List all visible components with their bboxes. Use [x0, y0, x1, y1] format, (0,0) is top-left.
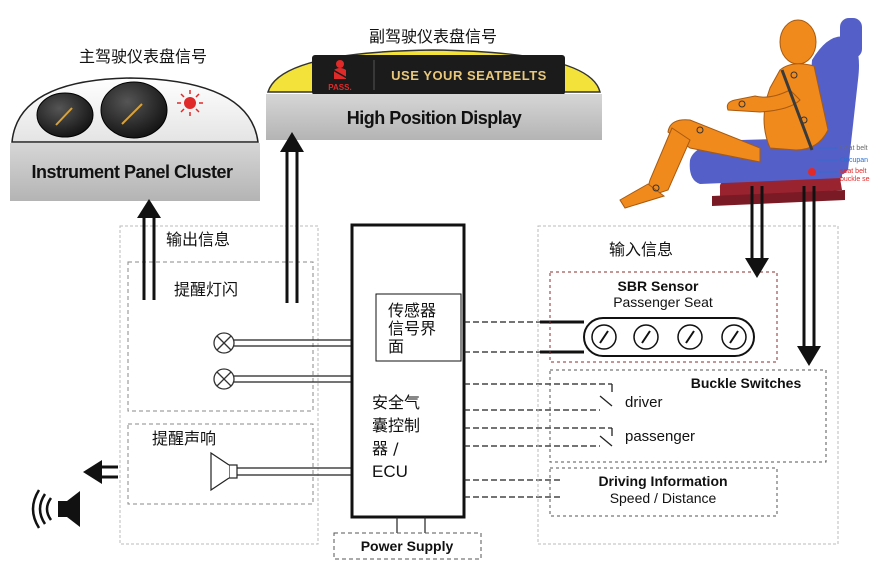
driving-title: Driving Information	[598, 473, 727, 489]
instrument-panel-cluster: 主驾驶仪表盘信号 Instrument Panel Cluster	[10, 47, 260, 201]
buzzer-label: 提醒声响	[152, 429, 216, 448]
cluster-label: Instrument Panel Cluster	[31, 162, 233, 182]
warning-lamp-1-icon	[213, 332, 235, 354]
speedometer-icon	[100, 81, 168, 139]
passenger-buckle-switch-icon	[599, 428, 613, 447]
buzzer-group	[127, 423, 314, 505]
crash-dummy-icon	[619, 19, 829, 209]
seat-belt-annotation: Seat belt	[840, 145, 868, 152]
input-block: 输入信息 SBR Sensor Passenger Seat Buckle Sw…	[537, 225, 839, 545]
sensor-interface-box	[375, 293, 462, 362]
output-title: 输出信息	[166, 230, 230, 249]
horn-icon	[210, 451, 238, 492]
occupant-annotation: Occupan	[840, 157, 868, 164]
driver-buckle-switch-icon	[599, 384, 613, 407]
buckle-sensor-dot	[808, 168, 816, 176]
seated-dummy-illustration: Seat belt Occupan seat belt buckle se	[619, 18, 870, 209]
power-supply-label: Power Supply	[361, 538, 454, 554]
ecu-name-line-1: 安全气	[372, 393, 420, 412]
arrow-to-cluster	[137, 199, 161, 300]
shoulder-belt	[780, 69, 814, 151]
buckle-title: Buckle Switches	[691, 375, 802, 391]
driving-subtitle: Speed / Distance	[610, 490, 717, 506]
passenger-seatbelt-icon	[332, 60, 348, 79]
ecu-name-line-2: 囊控制	[372, 416, 420, 435]
arrow-to-speaker	[83, 460, 118, 484]
lamp-flash-label: 提醒灯闪	[174, 280, 238, 299]
hpd-caption: 副驾驶仪表盘信号	[369, 27, 497, 46]
output-signal-lines	[234, 339, 352, 476]
arrow-to-hpd	[280, 132, 304, 303]
output-block: 输出信息 提醒灯闪 提醒声响	[119, 225, 319, 545]
ecu-name-line-3: 器 /	[372, 439, 399, 458]
buckle-annotation-1: seat belt	[840, 168, 867, 175]
pass-tag: PASS.	[328, 83, 351, 92]
arrow-seat-to-buckle	[797, 186, 821, 366]
high-position-display: 副驾驶仪表盘信号 PASS. USE YOUR SEATBELTS High P…	[266, 27, 602, 140]
buckle-annotation-2: buckle se	[840, 176, 870, 183]
warning-lamp-2-icon	[213, 368, 235, 390]
sbr-sensor-group	[549, 271, 778, 363]
power-supply: Power Supply	[333, 517, 482, 560]
cluster-caption: 主驾驶仪表盘信号	[79, 47, 207, 66]
sbr-connector	[540, 320, 584, 354]
speaker-icon	[31, 489, 80, 529]
hpd-label: High Position Display	[347, 108, 522, 128]
sbr-subtitle: Passenger Seat	[613, 294, 713, 310]
ecu-name-line-4: ECU	[372, 462, 408, 481]
seatbelt-warning-lamp-icon	[177, 90, 203, 116]
warning-lamp-group	[127, 261, 314, 412]
buckle-switches-group	[549, 369, 827, 463]
arrow-seat-to-sbr	[745, 186, 769, 278]
sensor-interface-line-1: 传感器	[388, 301, 436, 320]
sensor-interface-line-3: 面	[388, 337, 404, 356]
seatbelt-message: USE YOUR SEATBELTS	[391, 68, 547, 83]
passenger-label: passenger	[625, 428, 695, 445]
airbag-ecu: 传感器 信号界 面 安全气 囊控制 器 / ECU	[350, 223, 466, 519]
sbr-title: SBR Sensor	[618, 278, 699, 294]
sensor-interface-line-2: 信号界	[388, 319, 436, 338]
input-title: 输入信息	[609, 240, 673, 259]
headrest	[840, 18, 862, 58]
driver-label: driver	[625, 394, 663, 411]
